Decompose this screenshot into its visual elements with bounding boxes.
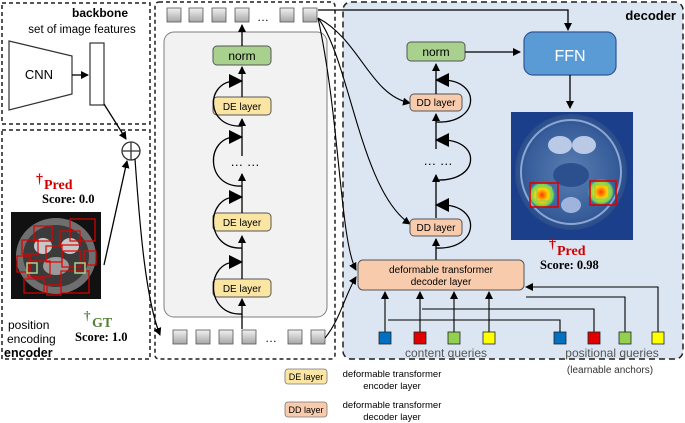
gt-score: Score: 1.0 [75,330,128,344]
content-query-green [447,331,461,345]
encoder-norm-label: norm [228,49,255,63]
sum-to-encoder [134,158,162,336]
dd-layer-2 [409,218,463,237]
dd-layer-1-label: DD layer [417,98,457,109]
memory-to-dd-bottom [317,17,411,225]
legend-dd-line2: decoder layer [363,412,421,423]
legend-de-line1: deformable transformer [343,369,442,380]
decoder-pred-label: Pred [557,244,586,259]
legend-de-swatch [284,368,328,385]
positional-query-yellow [651,331,665,345]
legend: DE layer deformable transformer encoder … [284,368,442,423]
positional-queries-label: positional queries [565,346,658,360]
output-ct-image [511,112,633,240]
features-to-sum [103,103,127,140]
bottom-token-row [172,329,326,345]
positional-query-red [587,331,601,345]
pred-label: Pred [44,178,73,193]
legend-de-tag: DE layer [289,372,324,382]
backbone-subtitle: set of image features [28,24,136,36]
position-line1: position [8,318,49,332]
position-to-sum [103,160,130,266]
gt-mark: † [84,308,91,323]
bottom-row-to-main [324,276,357,339]
pred-score: Score: 0.0 [42,192,95,206]
ffn-label: FFN [554,48,585,65]
decoder-title: decoder [625,8,676,23]
legend-de-line2: encoder layer [363,381,421,392]
encoder-out-to-ffn [318,9,572,31]
legend-dd-swatch [284,401,328,418]
encoder-title: encoder [4,346,53,360]
legend-dd-line1: deformable transformer [343,400,442,411]
position-line2: encoding [7,332,56,346]
de-layer-2-label: DE layer [223,218,262,229]
decoder-main-line2: decoder layer [411,277,472,288]
cnn-block [8,40,73,111]
gt-label: GT [92,316,113,331]
query-connections [381,283,659,332]
content-queries-label: content queries [405,346,487,360]
cnn-label: CNN [25,67,53,82]
ct-scan-thumbnail [11,212,101,299]
encoder-stack-panel [163,31,328,318]
dd-layer-2-label: DD layer [417,223,457,234]
backbone-title: backbone [72,6,128,20]
top-row-ellipsis: … [257,10,269,24]
learnable-anchors-label: (learnable anchors) [567,365,653,376]
positional-query-blue [553,331,567,345]
decoder-norm-label: norm [422,45,449,59]
encoder-stack-ellipsis: … … [230,154,260,169]
memory-to-dd-top [317,17,411,106]
decoder-pred-score: Score: 0.98 [540,258,599,272]
de-layer-1-label: DE layer [223,284,262,295]
memory-to-main [317,17,357,271]
feature-map [89,42,105,106]
decoder-pred-mark: † [549,237,556,252]
bottom-row-ellipsis: … [265,331,277,345]
decoder-stack-ellipsis: … … [423,153,453,168]
de-layer-3-label: DE layer [223,102,262,113]
content-query-yellow [482,331,496,345]
content-query-red [413,331,427,345]
legend-dd-tag: DD layer [288,405,323,415]
pred-mark: † [36,172,43,187]
content-query-blue [378,331,392,345]
decoder-main-line1: deformable transformer [389,265,494,276]
positional-query-green [618,331,632,345]
decoder-main-layer [357,259,525,291]
top-token-row [166,7,318,23]
